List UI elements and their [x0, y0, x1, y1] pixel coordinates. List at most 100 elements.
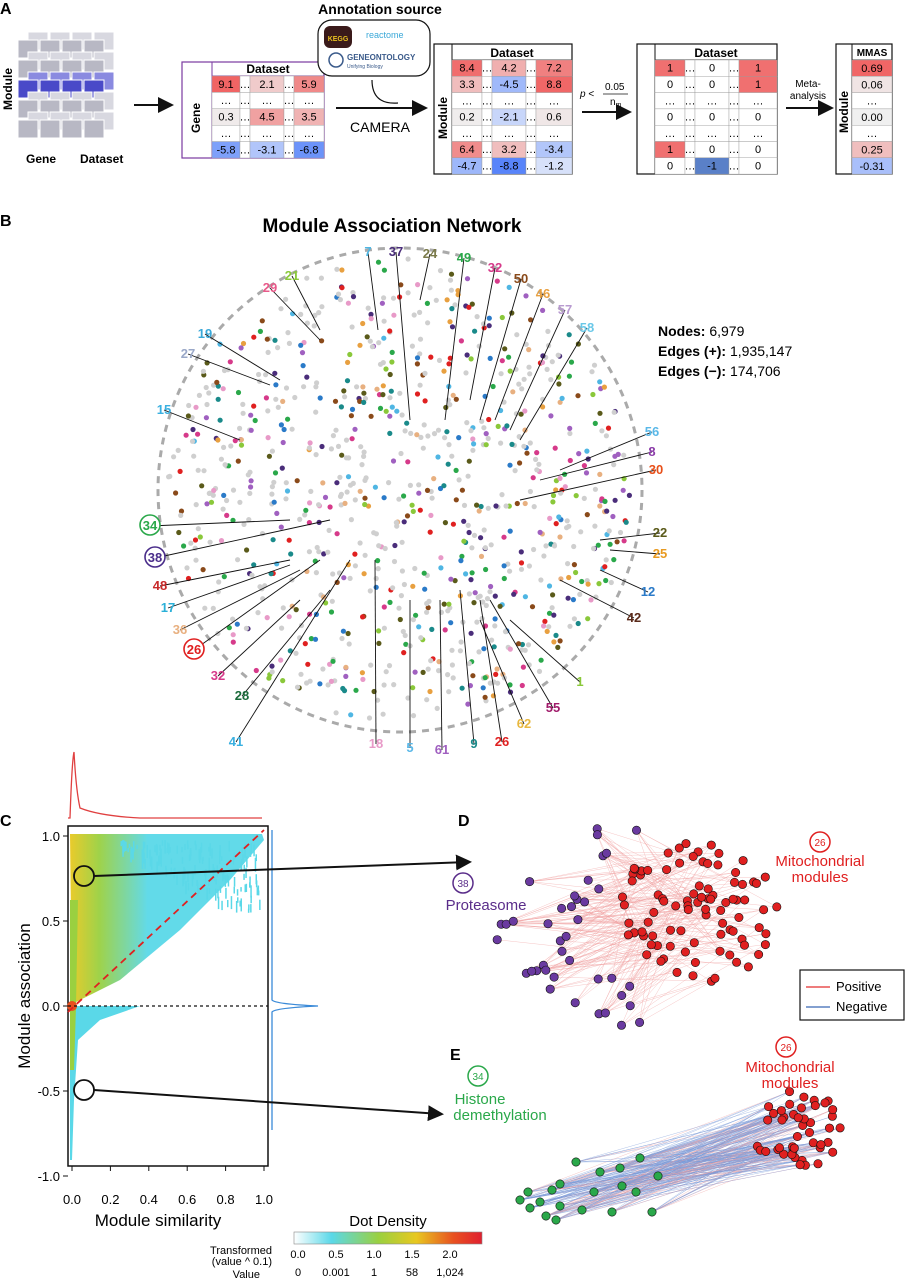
matrix-cell-value: 0 — [667, 161, 673, 173]
matrix-cell-value: -2.1 — [500, 112, 519, 124]
network-node — [463, 571, 469, 577]
network-node — [200, 567, 206, 573]
matrix-cell-value: … — [482, 161, 493, 173]
density-streak — [223, 871, 225, 879]
network-node — [424, 600, 430, 607]
network-node — [375, 697, 381, 703]
network-edge — [527, 1117, 784, 1193]
module-label: 9 — [470, 736, 477, 751]
network-node — [518, 560, 525, 566]
module-leader-line — [235, 559, 351, 743]
density-streak — [233, 877, 236, 887]
network-node — [177, 468, 183, 474]
network-node — [441, 483, 447, 489]
network-node — [191, 453, 197, 459]
network-node — [422, 370, 428, 376]
mito-badge-d — [809, 831, 831, 853]
network-node — [220, 386, 226, 392]
network-node — [193, 502, 199, 508]
network-node — [575, 393, 581, 399]
network-node — [349, 324, 355, 330]
density-streak — [128, 843, 131, 849]
network-node — [592, 486, 599, 492]
network-node — [302, 641, 308, 647]
network-node — [478, 553, 485, 560]
network-node — [314, 544, 320, 551]
c-x-tick-label: 0.4 — [140, 1192, 158, 1207]
density-streak — [240, 898, 242, 912]
matrix-cell-value: … — [753, 128, 764, 140]
network-node — [603, 433, 610, 439]
network-node — [548, 413, 554, 419]
network-node — [573, 493, 579, 499]
network-node — [412, 669, 418, 675]
network-node — [303, 507, 309, 513]
density-streak — [215, 878, 217, 885]
network-node — [318, 275, 324, 281]
network-node — [345, 630, 351, 637]
network-node — [341, 575, 347, 581]
network-node — [591, 362, 598, 368]
network-node — [368, 662, 374, 668]
network-node — [521, 376, 527, 382]
network-node — [195, 431, 201, 437]
matrix-cell-value: 2.1 — [259, 79, 274, 91]
mito-node — [619, 900, 629, 910]
network-stats: Nodes: 6,979 Edges (+): 1,935,147 Edges … — [658, 323, 792, 379]
mmas-side-label: Module — [837, 91, 851, 133]
proteasome-node — [557, 946, 567, 956]
network-node — [293, 607, 299, 613]
proteasome-node — [616, 1020, 626, 1030]
network-node — [470, 436, 476, 442]
network-node — [469, 545, 475, 551]
network-node — [215, 437, 221, 443]
module-label: 55 — [546, 700, 560, 715]
gene-ontology-subtitle: Unifying Biology — [347, 64, 383, 70]
network-node — [201, 468, 207, 474]
network-edge — [561, 908, 759, 955]
network-edge — [621, 853, 720, 996]
module-leader-line — [459, 589, 475, 745]
colorbar-tick-transformed: 0.5 — [328, 1249, 343, 1261]
density-streak — [219, 850, 221, 864]
matrix-cell-value: 0 — [709, 63, 715, 75]
network-node — [397, 616, 403, 623]
network-node — [208, 499, 215, 505]
network-node — [368, 413, 374, 419]
c-y-tick-label: 0.0 — [42, 999, 60, 1014]
network-node — [491, 644, 497, 650]
mmas-value: … — [867, 128, 878, 140]
network-node — [401, 650, 407, 656]
network-node — [499, 314, 505, 321]
network-node — [526, 662, 532, 668]
gene-dataset-matrix: Dataset Gene 9.1…2.1…5.9……………0.3…4.5…3.5… — [181, 61, 325, 159]
network-node — [361, 390, 367, 396]
module-leader-line — [494, 293, 544, 421]
network-node — [337, 297, 343, 303]
mito-node — [728, 894, 738, 904]
network-node — [519, 682, 525, 689]
network-node — [298, 671, 304, 677]
mito-node — [776, 1106, 786, 1116]
network-node — [623, 519, 629, 525]
network-node — [362, 501, 368, 508]
network-node — [448, 271, 455, 277]
network-node — [504, 423, 510, 429]
network-node — [541, 623, 547, 629]
network-node — [283, 496, 289, 502]
mito-node — [764, 1102, 774, 1112]
network-node — [286, 537, 292, 543]
histone-node — [515, 1195, 525, 1205]
network-node — [328, 446, 334, 452]
network-node — [313, 384, 319, 390]
network-node — [436, 357, 443, 363]
mmas-value: 0.00 — [861, 112, 882, 124]
network-node — [557, 534, 563, 540]
network-node — [401, 493, 407, 499]
network-node — [603, 557, 609, 563]
stat-nodes-label: Nodes: — [658, 323, 705, 339]
matrix-cell-value: 4.5 — [259, 112, 274, 124]
matrix-cell-value: 6.4 — [459, 144, 474, 156]
network-node — [321, 551, 327, 557]
